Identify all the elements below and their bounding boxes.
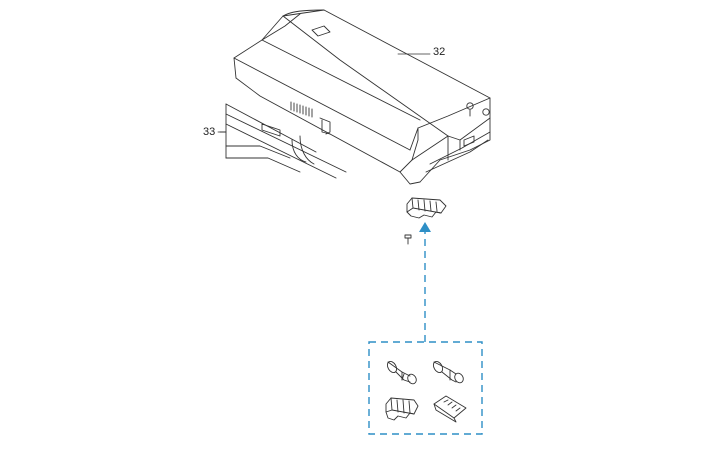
callout-label-32: 32 — [433, 46, 446, 58]
callout-label-33: 33 — [203, 126, 216, 138]
cylinder-connector-2 — [432, 360, 464, 384]
assembly-arrow — [419, 222, 431, 342]
flat-comb-connector — [433, 395, 467, 423]
strip-part-33 — [219, 103, 347, 179]
screw-part — [404, 234, 412, 245]
cylinder-connector-1 — [386, 360, 417, 385]
parts-callout-box — [368, 341, 483, 435]
housing-cover-part — [233, 9, 491, 185]
connector-block-small — [385, 397, 419, 421]
connector-block-part — [406, 197, 447, 219]
callout-box-parts — [385, 360, 467, 423]
